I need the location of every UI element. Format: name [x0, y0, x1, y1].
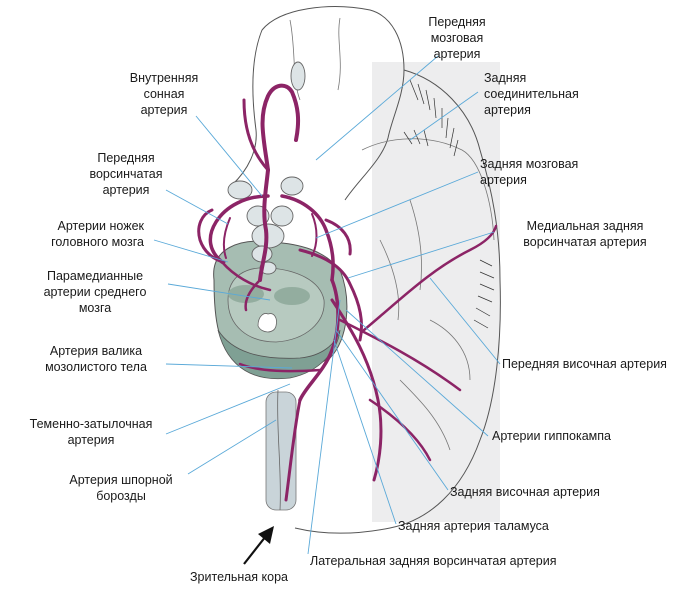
label-hippocampal-arteries: Артерии гиппокампа: [492, 429, 611, 443]
aqueduct: [257, 313, 277, 333]
label-anterior-temporal-artery: Передняя височная артерия: [502, 357, 667, 371]
label-cerebral-peduncle-arteries: Артерии ножек головного мозга: [51, 219, 144, 249]
label-calcarine-artery: Артерия шпорной борозды: [69, 473, 173, 503]
label-internal-carotid-artery: Внутренняя сонная артерия: [129, 71, 199, 117]
shaded-panel: [372, 62, 500, 522]
label-posterior-temporal-artery: Задняя височная артерия: [450, 485, 600, 499]
calcarine-fissure: [277, 389, 281, 511]
label-posterior-cerebral-artery: Задняя мозговая артерия: [480, 157, 579, 187]
label-lateral-posterior-choroidal-artery: Латеральная задняя ворсинчатая артерия: [310, 554, 557, 568]
label-anterior-cerebral-artery: Передняя мозговая артерия: [428, 15, 486, 61]
label-medial-posterior-choroidal-artery: Медиальная задняя ворсинчатая артерия: [523, 219, 647, 249]
leader-lines: [153, 55, 501, 555]
cortex-hatching: [403, 79, 495, 329]
label-posterior-thalamic-artery: Задняя артерия таламуса: [398, 519, 549, 533]
visual-cortex-arrow: [243, 526, 274, 565]
hemisphere-inner-contour: [361, 138, 495, 451]
label-parieto-occipital-artery: Теменно-затылочная артерия: [29, 417, 153, 447]
label-visual-cortex: Зрительная кора: [190, 570, 288, 584]
label-corpus-callosum-splenium-artery: Артерия валика мозолистого тела: [45, 344, 147, 374]
red-nucleus-right: [274, 287, 310, 305]
hemisphere-outline: [294, 69, 501, 534]
label-posterior-communicating-artery: Задняя соединительная артерия: [484, 71, 579, 117]
frontal-lobe-outline: [231, 6, 405, 201]
red-nucleus-left: [228, 285, 264, 303]
arteries: [197, 83, 498, 502]
label-paramedian-midbrain-arteries: Парамедианные артерии среднего мозга: [43, 269, 147, 315]
label-anterior-choroidal-artery: Передняя ворсинчатая артерия: [89, 151, 163, 197]
